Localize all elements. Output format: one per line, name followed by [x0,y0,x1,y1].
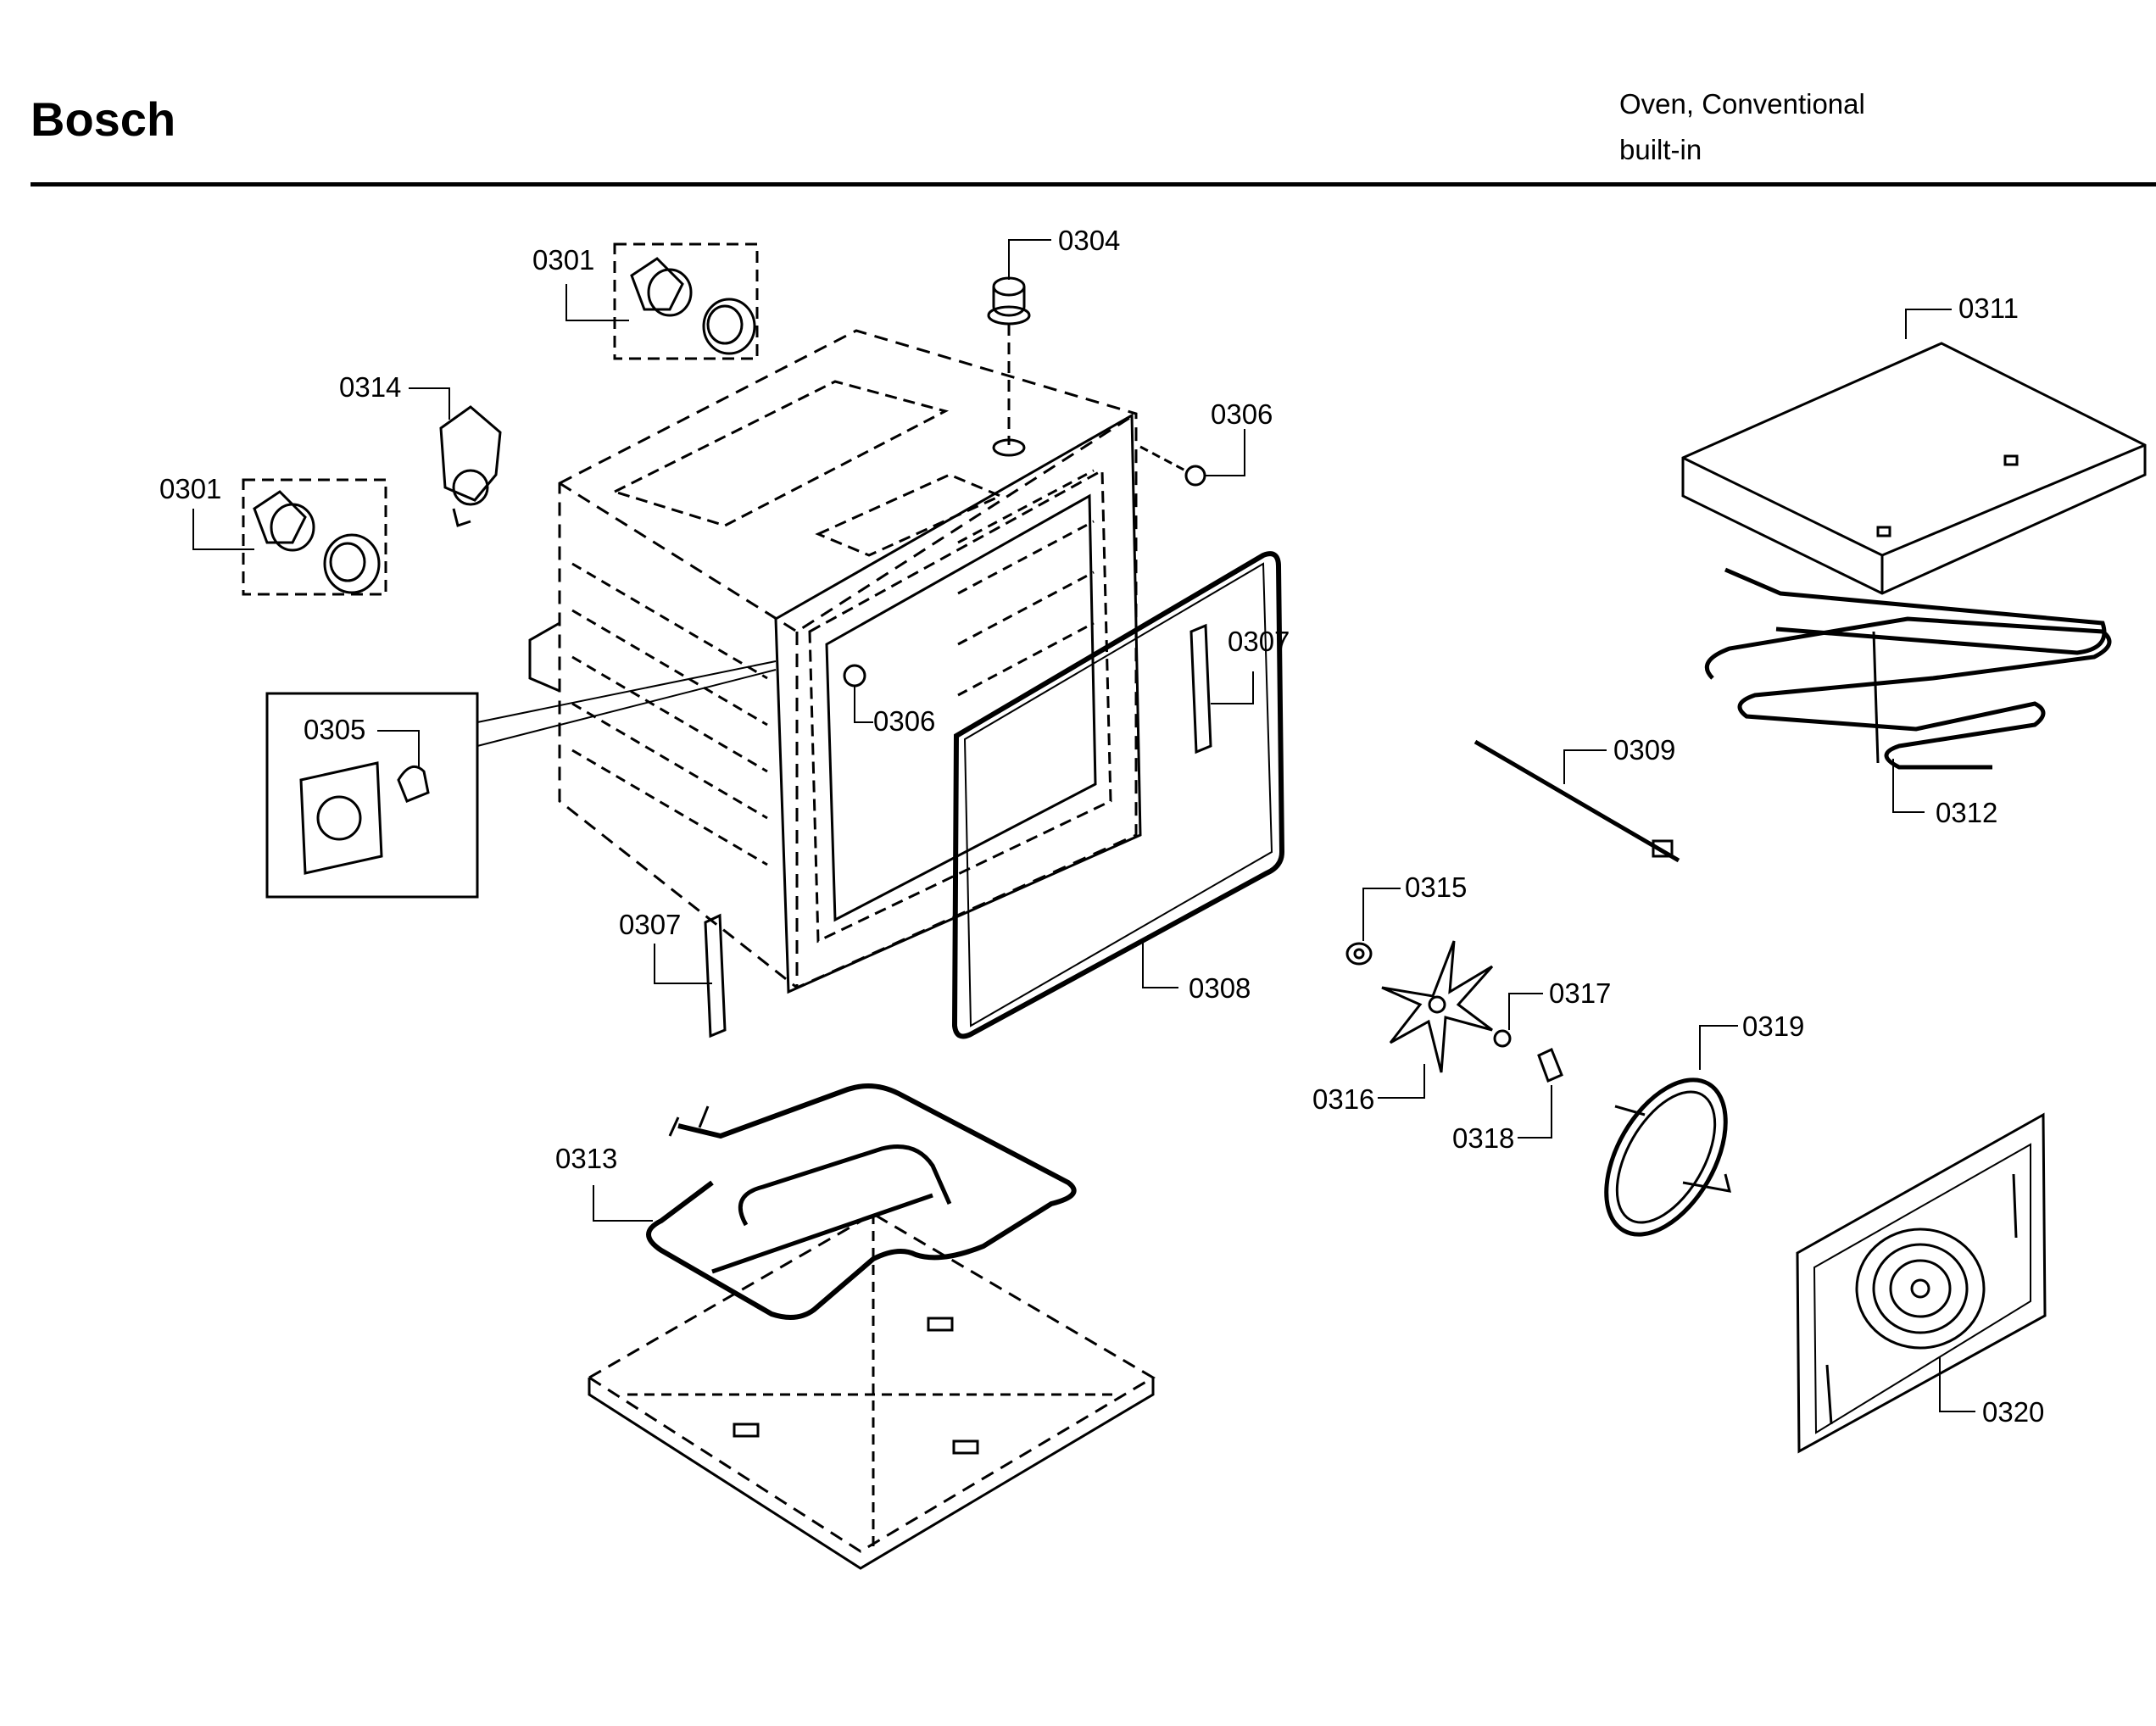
fan-spacer [1537,1047,1563,1083]
top-cover [1681,342,2147,595]
lamp-cover-inset [265,660,777,899]
convection-element [1604,1077,1732,1237]
callout-0309: 0309 [1613,734,1675,766]
rack-guide-right [1189,623,1212,754]
callout-0308: 0308 [1189,972,1251,1004]
callout-0305: 0305 [304,714,365,745]
product-subtype: built-in [1619,134,1702,165]
sensor [987,276,1031,457]
temp-probe [1474,739,1680,863]
header-rule [31,182,2156,187]
callout-0315: 0315 [1405,871,1467,903]
fan-washer [1345,942,1373,966]
callout-0320: 0320 [1982,1396,2044,1428]
callout-0301-upper: 0301 [532,244,594,276]
callout-0311: 0311 [1958,292,2019,324]
callout-0306-front: 0306 [873,705,935,737]
lamp-assembly-upper [613,242,759,360]
rear-cover [1796,1112,2047,1454]
callout-0307-left: 0307 [619,909,681,940]
callout-0306-top: 0306 [1211,398,1273,430]
fan-nut [1493,1029,1512,1048]
fan-blade [1381,940,1494,1073]
bake-element [646,1083,1077,1320]
screw-top [1139,445,1206,487]
callout-0307-right: 0307 [1228,626,1290,657]
callout-0304: 0304 [1058,225,1120,256]
screw-front [843,664,866,688]
motor [439,405,502,527]
callout-0317: 0317 [1549,977,1611,1009]
leader-lines [192,239,1975,1412]
callout-0314: 0314 [339,371,401,403]
callout-0316: 0316 [1312,1083,1374,1115]
rack-guide-left [704,913,727,1038]
callout-0318: 0318 [1452,1122,1514,1154]
product-type: Oven, Conventional [1619,88,1865,120]
lamp-assembly-left [242,478,387,596]
bottom-plate [587,1212,1156,1570]
callout-0313: 0313 [555,1143,617,1174]
oven-cavity [528,329,1142,994]
callout-0319: 0319 [1742,1011,1804,1042]
callout-0312: 0312 [1936,797,1997,828]
door-gasket [951,551,1285,1039]
broil-element [1704,567,2112,770]
callout-0301-left: 0301 [159,473,221,504]
brand-name: Bosch [31,92,176,146]
